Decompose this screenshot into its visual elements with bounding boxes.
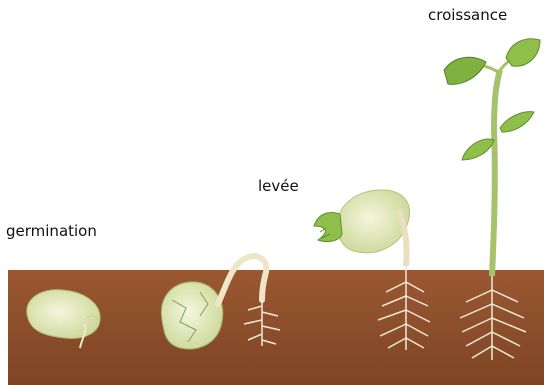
label-levee: levée (258, 177, 299, 195)
label-croissance: croissance (428, 6, 507, 24)
label-germination: germination (6, 222, 97, 240)
